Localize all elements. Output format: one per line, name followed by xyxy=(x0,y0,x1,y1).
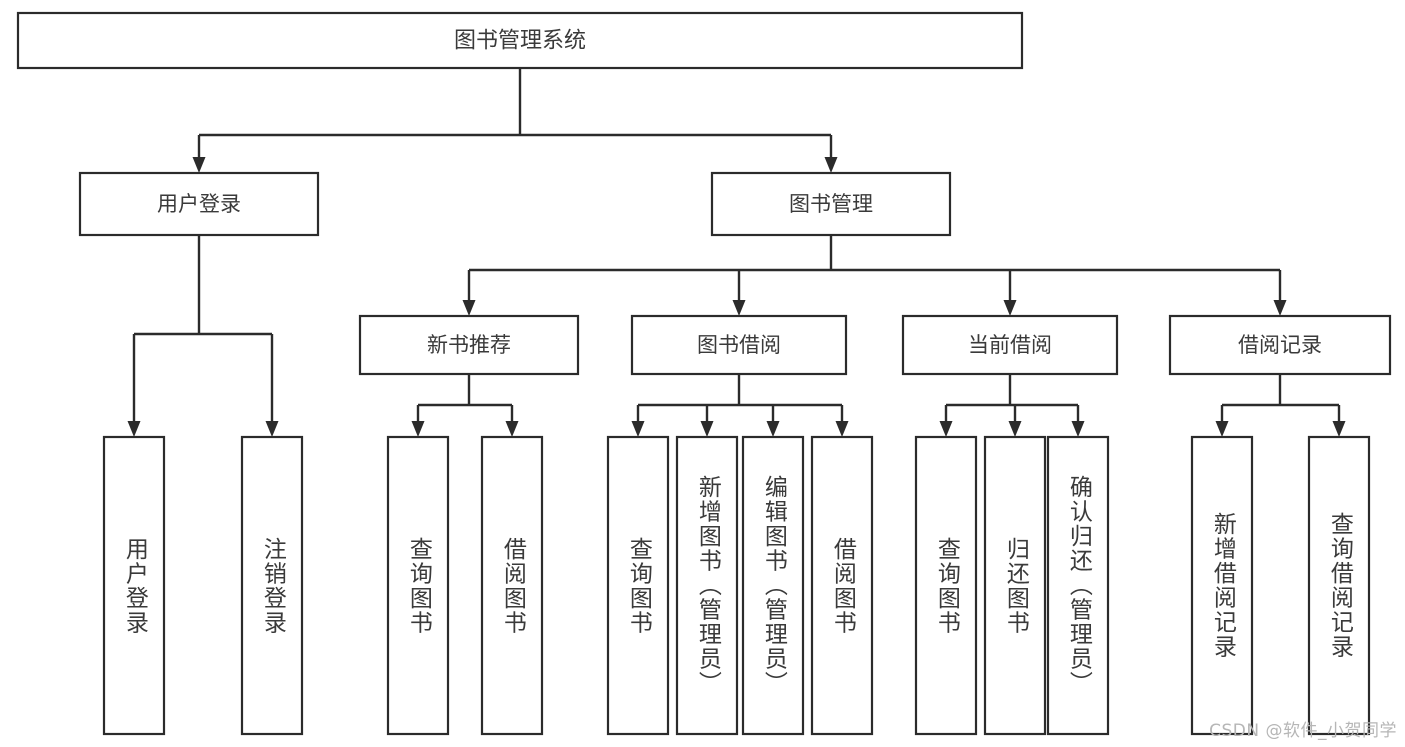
node-确认归还管理员[interactable] xyxy=(1046,435,1110,736)
node-label-当前借阅: 当前借阅 xyxy=(968,333,1052,357)
node-注销登录[interactable] xyxy=(240,435,304,736)
edge-arrowhead xyxy=(192,157,206,173)
node-label-新书推荐: 新书推荐 xyxy=(427,333,511,357)
node-用户登录[interactable] xyxy=(78,171,320,237)
node-box-注销登录 xyxy=(240,435,304,736)
node-box-当前借阅 xyxy=(901,314,1119,376)
node-box-查询图书 xyxy=(914,435,978,736)
node-借阅图书[interactable] xyxy=(480,435,544,736)
node-label-图书管理: 图书管理 xyxy=(789,192,873,216)
node-box-查询借阅记录 xyxy=(1307,435,1371,736)
edge-arrowhead xyxy=(1332,421,1346,437)
edge-arrowhead xyxy=(766,421,780,437)
node-图书管理[interactable] xyxy=(710,171,952,237)
edge-arrowhead xyxy=(411,421,425,437)
edge-arrowhead xyxy=(462,300,476,316)
node-当前借阅[interactable] xyxy=(901,314,1119,376)
edge-arrowhead xyxy=(1215,421,1229,437)
edge-arrowhead xyxy=(1008,421,1022,437)
node-box-查询图书 xyxy=(386,435,450,736)
node-查询图书[interactable] xyxy=(606,435,670,736)
node-查询图书[interactable] xyxy=(386,435,450,736)
edge-arrowhead xyxy=(1071,421,1085,437)
node-图书管理系统[interactable] xyxy=(16,11,1024,70)
node-box-用户登录 xyxy=(78,171,320,237)
node-label-图书管理系统: 图书管理系统 xyxy=(454,29,586,54)
edge-arrowhead xyxy=(631,421,645,437)
node-box-图书管理系统 xyxy=(16,11,1024,70)
node-box-新增借阅记录 xyxy=(1190,435,1254,736)
node-借阅记录[interactable] xyxy=(1168,314,1392,376)
node-用户登录[interactable] xyxy=(102,435,166,736)
node-box-图书管理 xyxy=(710,171,952,237)
edge-arrowhead xyxy=(1003,300,1017,316)
node-box-归还图书 xyxy=(983,435,1047,736)
edges-layer xyxy=(127,68,1346,437)
node-归还图书[interactable] xyxy=(983,435,1047,736)
node-label-图书借阅: 图书借阅 xyxy=(697,333,781,357)
node-新增图书管理员[interactable] xyxy=(675,435,739,736)
edge-arrowhead xyxy=(824,157,838,173)
edge-arrowhead xyxy=(1273,300,1287,316)
node-label-借阅记录: 借阅记录 xyxy=(1238,333,1322,357)
edge-arrowhead xyxy=(505,421,519,437)
node-box-确认归还管理员 xyxy=(1046,435,1110,736)
node-box-新书推荐 xyxy=(358,314,580,376)
node-box-查询图书 xyxy=(606,435,670,736)
node-编辑图书管理员[interactable] xyxy=(741,435,805,736)
node-label-用户登录: 用户登录 xyxy=(157,192,241,216)
csdn-watermark: CSDN @软件_小贺同学 xyxy=(1209,721,1397,741)
node-box-新增图书管理员 xyxy=(675,435,739,736)
node-新书推荐[interactable] xyxy=(358,314,580,376)
node-查询借阅记录[interactable] xyxy=(1307,435,1371,736)
node-box-编辑图书管理员 xyxy=(741,435,805,736)
node-box-用户登录 xyxy=(102,435,166,736)
node-借阅图书[interactable] xyxy=(810,435,874,736)
node-图书借阅[interactable] xyxy=(630,314,848,376)
edge-arrowhead xyxy=(835,421,849,437)
edge-arrowhead xyxy=(939,421,953,437)
node-box-图书借阅 xyxy=(630,314,848,376)
edge-arrowhead xyxy=(127,421,141,437)
horizontal-labels-layer: 新书推荐 图书借阅 当前借阅 借阅记录 用户登录 图书管理 图书管理系统 xyxy=(157,29,1322,358)
edge-arrowhead xyxy=(700,421,714,437)
edge-arrowhead xyxy=(732,300,746,316)
node-新增借阅记录[interactable] xyxy=(1190,435,1254,736)
edge-arrowhead xyxy=(265,421,279,437)
node-box-借阅图书 xyxy=(480,435,544,736)
node-box-借阅记录 xyxy=(1168,314,1392,376)
boxes-layer xyxy=(16,11,1392,736)
node-查询图书[interactable] xyxy=(914,435,978,736)
node-box-借阅图书 xyxy=(810,435,874,736)
